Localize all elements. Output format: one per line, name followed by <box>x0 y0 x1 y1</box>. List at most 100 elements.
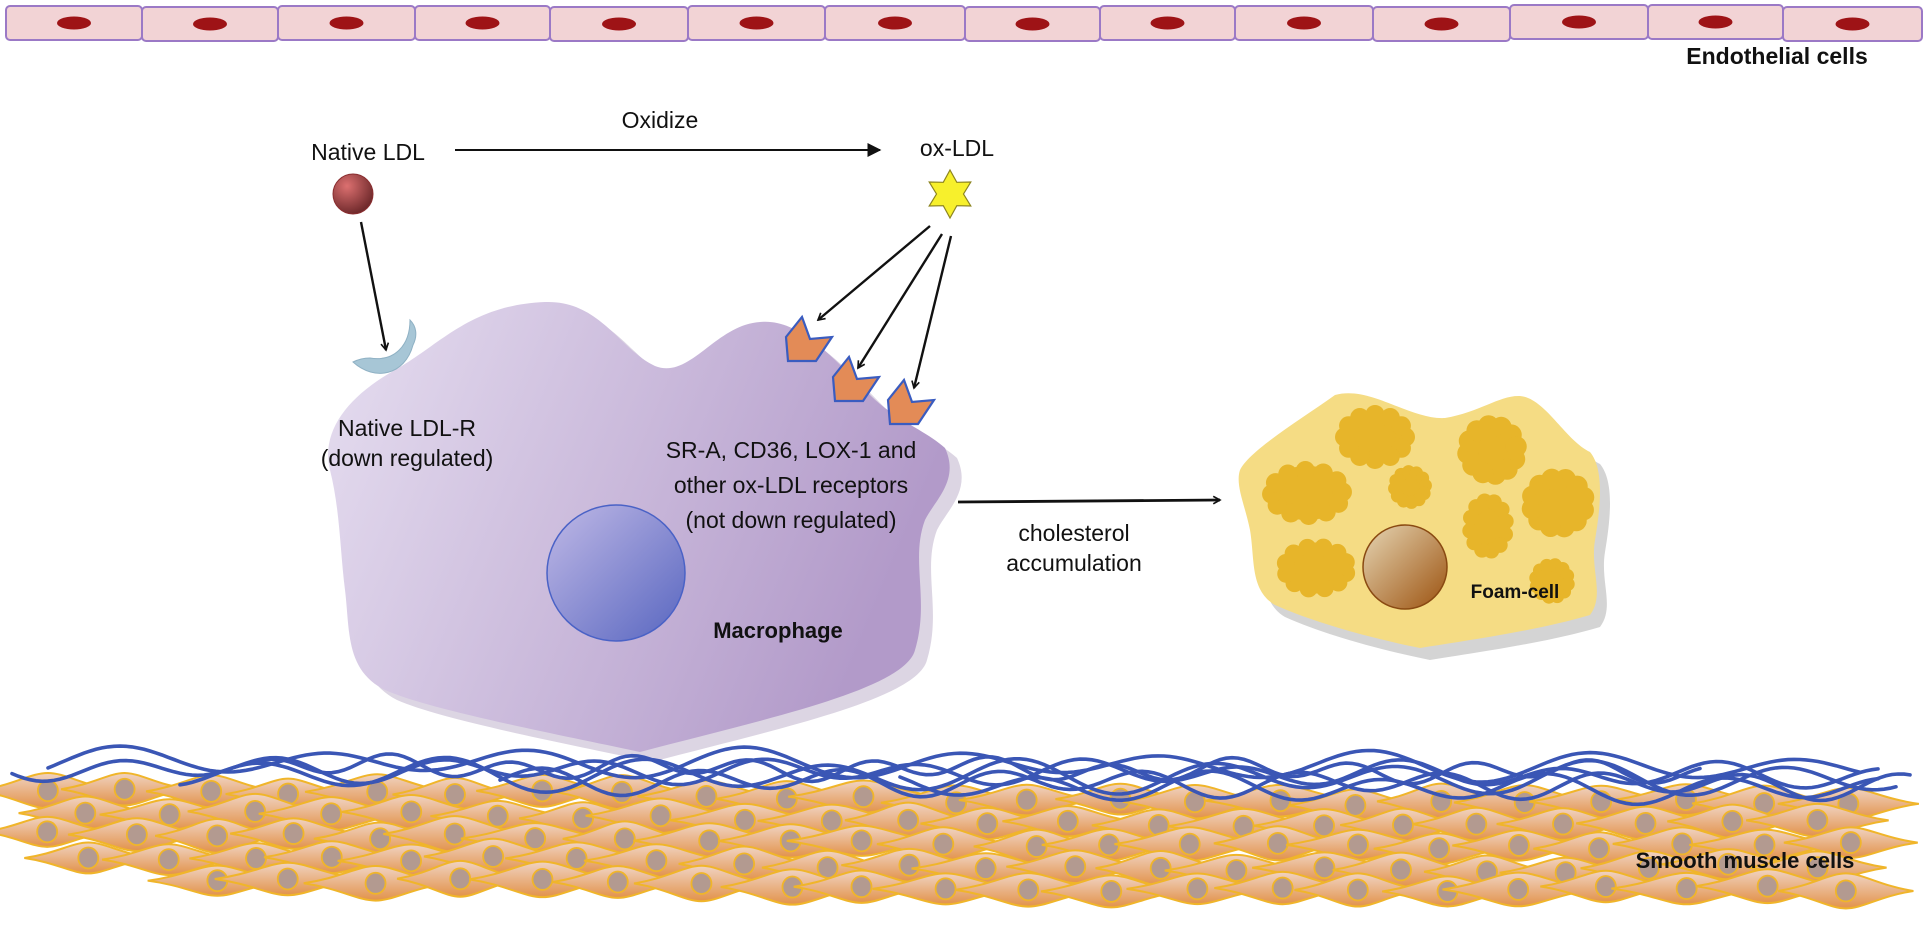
endothelial-cell <box>277 5 416 41</box>
ox-ldl-arrow-2 <box>856 233 944 368</box>
ox-ldl-receptor-icon <box>831 354 882 403</box>
ox-ldl-star-icon <box>928 168 972 220</box>
lipid-droplets <box>1262 405 1595 604</box>
smooth-muscle-nucleus <box>113 777 136 801</box>
smooth-muscle-nucleus <box>1392 813 1414 837</box>
smooth-muscle-nucleus <box>1637 856 1660 880</box>
ox-ldl-receptor-icon <box>784 314 835 363</box>
lipid-droplet <box>1521 468 1595 538</box>
endothelial-cell <box>141 6 279 42</box>
endothelial-cell <box>964 6 1101 42</box>
collagen-fibers <box>10 744 1912 807</box>
smooth-muscle-nucleus <box>206 824 229 848</box>
smooth-muscle-nucleus <box>77 846 100 870</box>
smooth-muscle-nucleus <box>444 783 466 806</box>
smooth-muscle-nucleus <box>1552 812 1574 836</box>
ox-ldl-label: ox-LDL <box>920 135 994 161</box>
smooth-muscle-nucleus <box>934 877 957 901</box>
smooth-muscle-nucleus <box>1753 833 1776 857</box>
smooth-muscle-nucleus <box>1465 812 1488 836</box>
smooth-muscle-nucleus <box>320 802 343 826</box>
smooth-muscle-nucleus <box>1178 832 1201 856</box>
cholesterol-label-line2: accumulation <box>1006 550 1142 576</box>
ox-ldl-arrow-3 <box>914 235 953 388</box>
smooth-muscle-nucleus <box>1313 856 1336 880</box>
smooth-muscle-nucleus <box>1634 811 1657 835</box>
foam-cell-nucleus <box>1362 524 1448 610</box>
endothelial-nucleus <box>57 16 91 30</box>
smooth-muscle-nucleus <box>1756 874 1779 898</box>
smooth-muscle-cells-label: Smooth muscle cells <box>1636 848 1855 873</box>
endothelial-nucleus <box>329 16 364 30</box>
smooth-muscle-nucleus <box>400 849 422 873</box>
lipid-droplet <box>1388 465 1432 509</box>
smooth-muscle-nucleus <box>245 847 267 870</box>
endothelial-cell <box>1372 6 1511 42</box>
native-ldl-r-label-line1: Native LDL-R <box>338 415 476 441</box>
smooth-muscle-nucleus <box>1064 855 1087 879</box>
macrophage-nucleus <box>546 504 686 642</box>
smooth-muscle-nucleus <box>1025 835 1048 858</box>
native-ldl-r-label-line2: (down regulated) <box>321 445 494 471</box>
smooth-muscle-nucleus <box>157 848 180 872</box>
ox-ldl-receptor-icon <box>886 377 937 426</box>
smooth-muscle-nucleus <box>695 784 718 808</box>
smooth-muscle-nucleus <box>1834 879 1857 903</box>
smooth-muscle-layer <box>0 771 1920 910</box>
endothelial-cell <box>1782 6 1923 42</box>
smooth-muscle-nucleus <box>482 845 505 868</box>
smooth-muscle-nucleus <box>1507 878 1530 901</box>
endothelial-cell <box>5 5 143 41</box>
foam-cell-label: Foam-cell <box>1471 582 1560 603</box>
endothelial-cell <box>687 5 826 41</box>
native-ldl-label: Native LDL <box>311 139 425 165</box>
smooth-muscle-cell <box>1783 826 1918 859</box>
smooth-muscle-cell <box>562 820 687 858</box>
endothelial-nucleus <box>465 16 500 30</box>
collagen-fiber <box>46 744 1862 784</box>
ox-ldl-arrow-1 <box>818 225 931 320</box>
endothelial-layer <box>5 4 1923 42</box>
smooth-muscle-nucleus <box>36 779 59 803</box>
smooth-muscle-nucleus <box>320 845 343 869</box>
ox-ldl-receptors-label-line2: other ox-LDL receptors <box>674 472 908 498</box>
smooth-muscle-nucleus <box>898 853 921 877</box>
collagen-fiber <box>898 769 1880 807</box>
smooth-muscle-nucleus <box>158 803 181 827</box>
smooth-muscle-nucleus <box>244 800 267 823</box>
smooth-muscle-nucleus <box>565 847 588 870</box>
smooth-muscle-nucleus <box>572 806 594 830</box>
smooth-muscle-nucleus <box>524 827 547 850</box>
smooth-muscle-nucleus <box>1015 788 1038 812</box>
endothelial-nucleus <box>1150 16 1185 30</box>
smooth-muscle-nucleus <box>698 829 721 853</box>
native-ldl-binding-arrow <box>359 221 386 350</box>
endothelial-cell <box>1234 5 1374 41</box>
smooth-muscle-nucleus <box>200 779 223 803</box>
endothelial-cell <box>824 5 966 41</box>
smooth-muscle-nucleus <box>1508 834 1530 857</box>
smooth-muscle-nucleus <box>1346 878 1369 902</box>
smooth-muscle-nucleus <box>36 820 59 844</box>
smooth-muscle-nucleus <box>1344 793 1367 817</box>
smooth-muscle-nucleus <box>649 804 672 828</box>
endothelial-nucleus <box>739 16 774 30</box>
lipid-droplet <box>1529 558 1575 604</box>
smooth-muscle-nucleus <box>1149 856 1172 880</box>
smooth-muscle-nucleus <box>775 787 798 811</box>
ox-ldl-receptors <box>784 314 937 426</box>
smooth-muscle-nucleus <box>1806 808 1829 832</box>
smooth-muscle-nucleus <box>486 804 509 828</box>
endothelial-nucleus <box>878 16 912 30</box>
smooth-muscle-nucleus <box>1594 875 1617 898</box>
native-ldl-receptor-icon <box>352 318 417 374</box>
smooth-muscle-nucleus <box>611 780 633 804</box>
endothelial-nucleus <box>1015 17 1050 31</box>
smooth-muscle-nucleus <box>613 827 636 851</box>
smooth-muscle-nucleus <box>276 867 299 891</box>
endothelial-nucleus <box>1562 15 1596 29</box>
endothelial-nucleus <box>1698 15 1733 29</box>
endothelial-cell <box>1647 4 1784 40</box>
smooth-muscle-nucleus <box>1017 878 1040 902</box>
ox-ldl-receptors-label-line3: (not down regulated) <box>686 507 897 533</box>
